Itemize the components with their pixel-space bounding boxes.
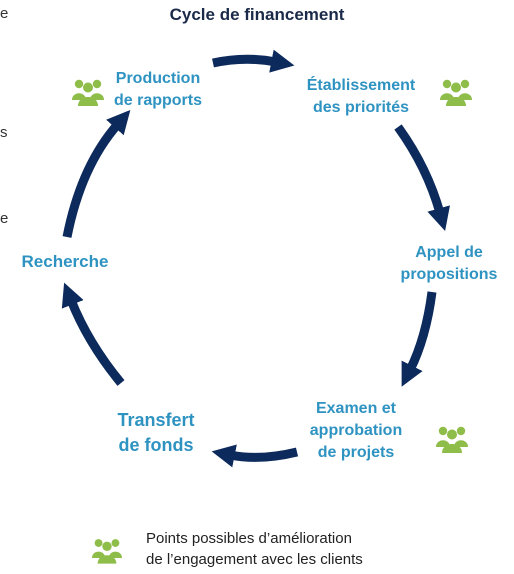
node-label-line: Recherche [21, 252, 109, 271]
node-label-line: Établissement [306, 77, 416, 94]
node-label-line: de fonds [118, 435, 194, 455]
node-label-line: propositions [400, 266, 498, 283]
people-group-icon [72, 79, 104, 106]
cut-text-fragment: e [0, 210, 9, 227]
node-label-line: Transfert [117, 410, 195, 430]
node-examen-et-approbation: Examen et approbation de projets [290, 398, 422, 464]
arrow-transfert-to-recherche [61, 282, 125, 386]
diagram-title: Cycle de financement [169, 5, 345, 24]
arrow-recherche-to-production [62, 109, 131, 238]
node-label-line: Production [115, 70, 201, 87]
people-group-icon [92, 539, 122, 564]
cut-text-fragment: e [0, 5, 9, 22]
legend-line: de l’engagement avec les clients [146, 551, 363, 568]
node-label-line: Examen et [315, 400, 397, 417]
people-group-icon [436, 426, 468, 453]
node-label-line: approbation [309, 422, 403, 439]
arrow-priorites-to-appel [394, 124, 450, 232]
legend-text: Points possibles d’amélioration de l’eng… [146, 528, 363, 570]
arrow-production-to-priorites [212, 49, 295, 73]
node-production-de-rapports: Production de rapports [92, 68, 224, 112]
arrow-appel-to-examen [401, 291, 437, 387]
node-label-line: des priorités [312, 99, 410, 116]
node-label-line: Appel de [415, 244, 483, 261]
node-recherche: Recherche [4, 251, 126, 273]
people-group-icon [440, 79, 472, 106]
arrow-examen-to-transfert [211, 444, 299, 468]
node-appel-de-propositions: Appel de propositions [386, 242, 512, 286]
legend: Points possibles d’amélioration de l’eng… [92, 528, 492, 572]
cut-text-fragment: s [0, 124, 8, 141]
node-label-line: de projets [317, 444, 395, 461]
legend-line: Points possibles d’amélioration [146, 530, 352, 547]
node-transfert-de-fonds: Transfert de fonds [96, 408, 216, 458]
node-etablissement-des-priorites: Établissement des priorités [291, 75, 431, 119]
node-label-line: de rapports [113, 92, 202, 109]
